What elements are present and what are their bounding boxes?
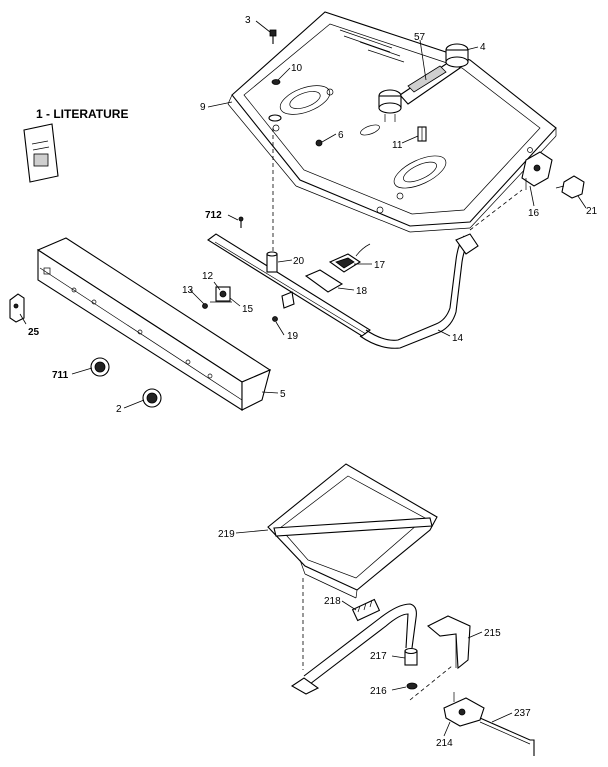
- clip-part-10: [268, 79, 282, 122]
- valve-part-214: [443, 692, 485, 727]
- valve-assembly-part-4: [378, 43, 469, 122]
- callout-215: 215: [484, 628, 501, 639]
- callout-10: 10: [291, 63, 303, 74]
- screw-part-6: [315, 139, 323, 147]
- callout-219: 219: [218, 529, 235, 540]
- manifold-panel-part-5: [36, 237, 272, 412]
- manifold-pipe-part-14: [207, 233, 479, 349]
- callout-18: 18: [356, 286, 368, 297]
- switch-part-17: [328, 243, 371, 273]
- callout-19: 19: [287, 331, 299, 342]
- callout-21: 21: [586, 206, 598, 217]
- bracket-part-11: [417, 126, 427, 142]
- literature-label: 1 - LITERATURE: [36, 107, 128, 121]
- callout-20: 20: [293, 256, 305, 267]
- callout-14: 14: [452, 333, 464, 344]
- screw-part-13: [202, 303, 208, 309]
- knob-part-2: [142, 388, 162, 408]
- knob-bezel-part-711: [90, 357, 110, 377]
- callout-12: 12: [202, 271, 214, 282]
- fitting-part-217: [404, 647, 418, 666]
- callout-217: 217: [370, 651, 387, 662]
- orifice-part-20: [266, 251, 278, 273]
- broiler-shield-part-219: [267, 463, 438, 599]
- screw-part-3: [269, 29, 277, 44]
- callout-57: 57: [414, 32, 426, 43]
- callout-5: 5: [280, 389, 286, 400]
- callout-237: 237: [514, 708, 531, 719]
- callout-9: 9: [200, 102, 206, 113]
- spring-part-218: [351, 598, 381, 622]
- literature-booklet-icon: [23, 123, 59, 183]
- connector-part-16: [521, 151, 553, 190]
- alignment-line: [469, 189, 523, 231]
- callout-711: 711: [52, 370, 69, 381]
- callout-712: 712: [205, 210, 222, 221]
- callout-2: 2: [116, 404, 122, 415]
- connector-part-21: [555, 175, 585, 199]
- callout-17: 17: [374, 260, 386, 271]
- callout-25: 25: [28, 327, 40, 338]
- broiler-tube: [290, 603, 417, 695]
- callout-13: 13: [182, 285, 194, 296]
- callout-218: 218: [324, 596, 341, 607]
- washer-part-216: [406, 682, 418, 690]
- bracket-part-215: [427, 615, 471, 670]
- callout-216: 216: [370, 686, 387, 697]
- callout-214: 214: [436, 738, 453, 749]
- alignment-line: [409, 665, 453, 701]
- callout-15: 15: [242, 304, 254, 315]
- burner-box-part-9: [227, 11, 557, 233]
- screw-part-712: [238, 216, 244, 228]
- callout-4: 4: [480, 42, 486, 53]
- callout-6: 6: [338, 130, 344, 141]
- bracket-part-18: [304, 269, 344, 293]
- valve-part-15: [210, 286, 232, 303]
- callout-11: 11: [392, 140, 403, 151]
- leader-lines: [19, 20, 587, 737]
- callout-3: 3: [245, 15, 251, 26]
- callout-16: 16: [528, 208, 540, 219]
- wire-part-237: [479, 717, 535, 756]
- fitting-part-19: [272, 291, 295, 322]
